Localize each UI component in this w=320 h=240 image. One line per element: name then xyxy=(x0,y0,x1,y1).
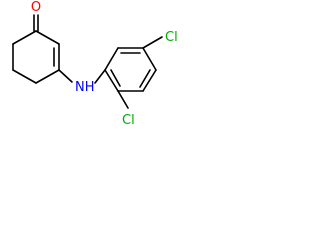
bond-ar3-cl xyxy=(142,36,163,49)
bond-c6-c1 xyxy=(12,30,37,45)
bond-c1-c2 xyxy=(35,30,60,45)
cyclohexenone-ring xyxy=(12,30,60,84)
amine-linker: NH xyxy=(58,69,106,95)
nitrogen-atom-label: NH xyxy=(75,80,95,95)
bond-ar4-ar5-double xyxy=(139,69,151,88)
bond-ar6-cl xyxy=(117,90,129,109)
benzene-ring xyxy=(104,47,157,92)
bond-ar3-ar4 xyxy=(142,47,157,71)
bond-ar6-ar1 xyxy=(104,69,119,92)
structure-canvas: O NH Cl Cl xyxy=(0,0,191,133)
bond-c4-c5 xyxy=(12,69,37,84)
bond-n-c1prime xyxy=(94,69,106,84)
chemical-structure-diagram: O NH Cl Cl xyxy=(12,0,178,128)
chlorine-para-label: Cl xyxy=(165,30,178,45)
oxygen-atom-label: O xyxy=(31,0,41,15)
carbonyl-group: O xyxy=(31,0,41,32)
chlorine-ortho-label: Cl xyxy=(122,113,135,128)
bond-c3-c4 xyxy=(35,69,60,84)
bond-ar6-ar1-double xyxy=(110,69,121,87)
chlorine-substituents: Cl Cl xyxy=(117,30,178,128)
bond-ar4-ar5 xyxy=(142,69,157,92)
bond-ar1-ar2 xyxy=(104,47,119,71)
bond-c3-n xyxy=(58,69,73,83)
